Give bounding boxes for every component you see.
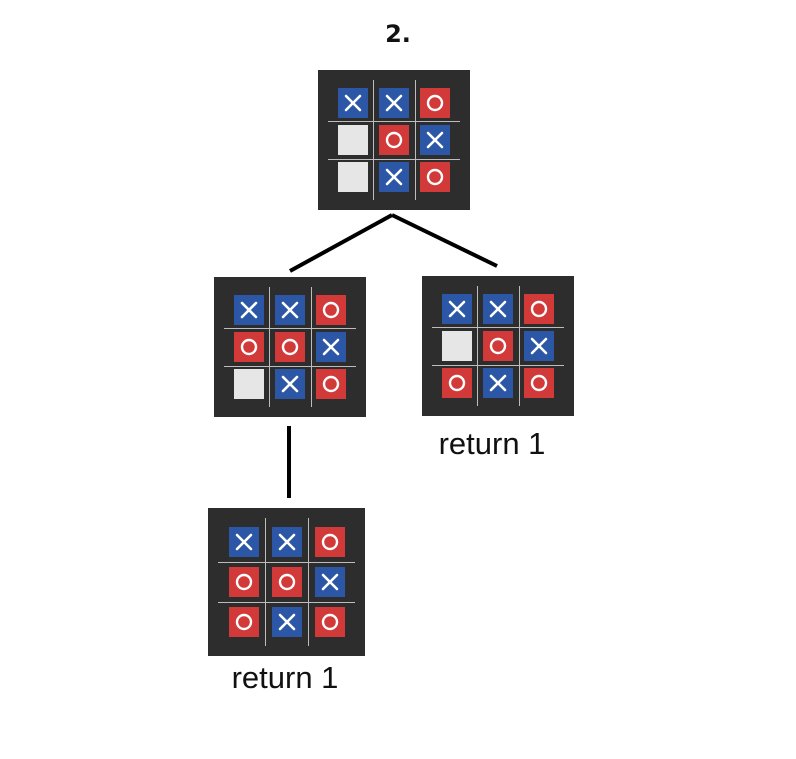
o-mark-icon xyxy=(323,301,340,318)
o-mark-icon xyxy=(531,300,548,317)
board-root xyxy=(318,70,470,210)
cell-x xyxy=(275,294,305,325)
o-mark-icon xyxy=(323,376,340,393)
o-mark-icon xyxy=(448,375,465,392)
o-mark-icon xyxy=(385,131,403,149)
cell-x xyxy=(337,87,368,118)
o-mark-icon xyxy=(427,169,444,186)
cell-o xyxy=(441,368,472,399)
cell-o xyxy=(379,125,409,155)
cell-x xyxy=(524,331,555,361)
grid-line xyxy=(218,602,355,603)
cell-x xyxy=(271,527,302,557)
cell-o xyxy=(271,567,302,597)
o-mark-icon xyxy=(235,613,252,631)
x-mark-icon xyxy=(344,94,361,111)
cell-x xyxy=(275,369,305,400)
cell-x xyxy=(441,293,472,324)
cell-o xyxy=(420,87,451,118)
grid-line xyxy=(328,121,460,123)
o-mark-icon xyxy=(489,337,507,355)
cell-x xyxy=(228,527,259,557)
grid-line xyxy=(432,327,564,329)
x-mark-icon xyxy=(448,300,465,317)
left-grandchild-result: return 1 xyxy=(231,660,339,695)
cell-x xyxy=(316,332,347,362)
x-mark-icon xyxy=(427,131,444,149)
edge-root-right-child xyxy=(391,213,498,268)
x-mark-icon xyxy=(278,613,295,631)
cell-empty xyxy=(337,125,368,155)
grid-line xyxy=(224,328,356,330)
grid-line xyxy=(265,518,266,646)
o-mark-icon xyxy=(321,613,338,631)
cell-o xyxy=(420,162,451,193)
o-mark-icon xyxy=(531,375,548,392)
cell-o xyxy=(314,607,345,637)
x-mark-icon xyxy=(321,573,338,591)
cell-o xyxy=(275,332,305,362)
x-mark-icon xyxy=(278,533,295,551)
board-left-child xyxy=(214,277,366,417)
cell-x xyxy=(314,567,345,597)
cell-empty xyxy=(337,162,368,193)
grid-line xyxy=(518,286,520,406)
x-mark-icon xyxy=(489,300,507,317)
grid-line xyxy=(224,365,356,367)
cell-o xyxy=(316,294,347,325)
o-mark-icon xyxy=(235,573,252,591)
x-mark-icon xyxy=(531,337,548,355)
o-mark-icon xyxy=(427,94,444,111)
grid-line xyxy=(432,364,564,366)
cell-o xyxy=(524,368,555,399)
grid-line xyxy=(310,287,312,407)
edge-root-left-child xyxy=(289,213,393,273)
o-mark-icon xyxy=(278,573,295,591)
cell-o xyxy=(524,293,555,324)
right-child-result: return 1 xyxy=(438,426,546,461)
x-mark-icon xyxy=(385,94,403,111)
cell-x xyxy=(483,293,513,324)
cell-x xyxy=(420,125,451,155)
cell-o xyxy=(316,369,347,400)
x-mark-icon xyxy=(281,301,299,318)
grid-line xyxy=(308,518,309,646)
cell-x xyxy=(379,87,409,118)
cell-empty xyxy=(441,331,472,361)
x-mark-icon xyxy=(281,376,299,393)
cell-x xyxy=(233,294,264,325)
o-mark-icon xyxy=(321,533,338,551)
x-mark-icon xyxy=(240,301,257,318)
o-mark-icon xyxy=(281,338,299,356)
cell-o xyxy=(483,331,513,361)
cell-o xyxy=(228,567,259,597)
grid-line xyxy=(414,80,416,200)
diagram-heading: 2. xyxy=(385,20,411,48)
grid-line xyxy=(269,287,271,407)
cell-x xyxy=(483,368,513,399)
board-left-grandchild xyxy=(208,508,365,656)
cell-x xyxy=(271,607,302,637)
grid-line xyxy=(218,562,355,563)
grid-line xyxy=(373,80,375,200)
grid-line xyxy=(328,158,460,160)
grid-line xyxy=(477,286,479,406)
cell-o xyxy=(228,607,259,637)
o-mark-icon xyxy=(240,338,257,356)
cell-x xyxy=(379,162,409,193)
cell-o xyxy=(314,527,345,557)
x-mark-icon xyxy=(489,375,507,392)
x-mark-icon xyxy=(385,169,403,186)
x-mark-icon xyxy=(323,338,340,356)
board-right-child xyxy=(422,276,574,416)
cell-o xyxy=(233,332,264,362)
x-mark-icon xyxy=(235,533,252,551)
cell-empty xyxy=(233,369,264,400)
